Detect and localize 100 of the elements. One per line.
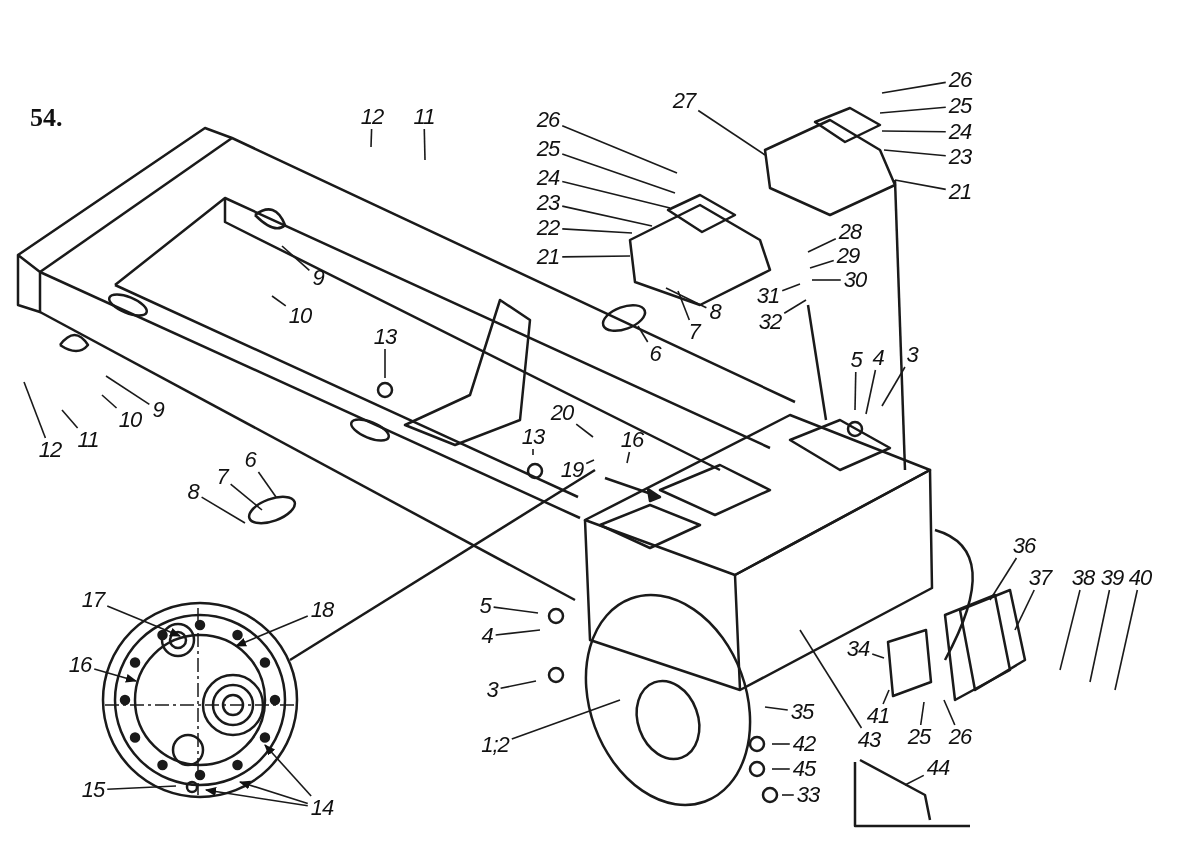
leader-line — [919, 701, 925, 726]
callout-number: 33 — [795, 784, 821, 806]
callout-number: 34 — [845, 638, 871, 660]
callout-number: 43 — [856, 729, 882, 751]
leader-line — [271, 295, 287, 307]
leader-line — [697, 109, 766, 156]
leader-line — [499, 680, 537, 690]
leader-line — [93, 668, 138, 683]
leader-line — [781, 794, 795, 796]
leader-line — [492, 606, 539, 614]
callout-number: 21 — [947, 181, 973, 203]
leader-line — [264, 744, 312, 797]
callout-number: 45 — [791, 758, 817, 780]
callout-number: 25 — [906, 726, 932, 748]
leader-line — [238, 780, 309, 805]
callout-number: 21 — [535, 246, 561, 268]
callout-number: 16 — [67, 654, 93, 676]
leader-line — [904, 774, 925, 786]
leader-line — [764, 706, 789, 711]
leader-line — [561, 180, 671, 209]
leader-line — [1014, 589, 1036, 631]
leader-line — [989, 557, 1018, 601]
leader-line — [105, 375, 151, 406]
callout-number: 7 — [215, 466, 229, 488]
leader-line — [781, 283, 801, 292]
callout-number: 36 — [1011, 535, 1037, 557]
callout-number: 1;2 — [480, 734, 510, 756]
callout-number: 31 — [755, 285, 781, 307]
callout-number: 10 — [287, 305, 313, 327]
callout-number: 37 — [1027, 567, 1053, 589]
leader-line — [257, 471, 277, 498]
callout-number: 8 — [708, 301, 722, 323]
callout-number: 16 — [619, 429, 645, 451]
callout-number: 11 — [76, 429, 100, 451]
leader-line — [943, 699, 956, 726]
leader-line — [771, 768, 791, 770]
callout-number: 20 — [549, 402, 575, 424]
callout-number: 17 — [80, 589, 106, 611]
leader-line — [1114, 589, 1139, 691]
leader-line — [561, 205, 653, 227]
callout-number: 13 — [372, 326, 398, 348]
callout-number: 27 — [671, 90, 697, 112]
callout-number: 3 — [485, 679, 499, 701]
leader-line — [871, 653, 885, 659]
callout-number: 18 — [309, 599, 335, 621]
leader-line — [799, 629, 863, 729]
leader-line — [881, 366, 906, 407]
leader-line — [370, 128, 373, 148]
leader-line — [665, 287, 708, 309]
callout-number: 26 — [535, 109, 561, 131]
leader-line — [494, 629, 541, 636]
callout-number: 4 — [871, 347, 885, 369]
callout-number: 38 — [1070, 567, 1096, 589]
callout-number: 24 — [947, 121, 973, 143]
leader-line — [882, 689, 890, 705]
leader-line — [585, 459, 595, 465]
callout-number: 24 — [535, 167, 561, 189]
leader-line — [881, 130, 947, 133]
callout-number: 15 — [80, 779, 106, 801]
leader-line — [626, 451, 631, 464]
callout-number: 4 — [480, 625, 494, 647]
callout-number: 32 — [757, 311, 783, 333]
callout-number: 39 — [1099, 567, 1125, 589]
callout-number: 29 — [835, 245, 861, 267]
callout-number: 23 — [947, 146, 973, 168]
leader-line — [204, 787, 309, 807]
callout-number: 5 — [478, 595, 492, 617]
leader-line — [281, 245, 311, 272]
leader-line — [575, 423, 594, 438]
leader-line — [879, 106, 947, 114]
leader-line — [811, 279, 842, 281]
leader-line — [229, 483, 263, 511]
leader-line — [1089, 589, 1111, 683]
callout-number: 25 — [535, 138, 561, 160]
leader-line — [561, 255, 631, 258]
callout-number: 26 — [947, 69, 973, 91]
leader-line — [384, 348, 386, 379]
callout-number: 6 — [243, 449, 257, 471]
leader-line — [561, 125, 678, 174]
leader-line — [106, 605, 182, 637]
callout-number: 7 — [687, 321, 701, 343]
leader-line — [561, 153, 676, 194]
callout-number: 19 — [559, 459, 585, 481]
leader-line — [61, 409, 79, 429]
leader-line — [1059, 589, 1081, 671]
leader-line — [883, 149, 947, 157]
callout-number: 8 — [186, 481, 200, 503]
callout-number: 14 — [309, 797, 335, 819]
callout-number: 13 — [520, 426, 546, 448]
callout-number: 26 — [947, 726, 973, 748]
callout-number: 35 — [789, 701, 815, 723]
leader-line — [807, 238, 837, 253]
leader-line — [854, 371, 857, 411]
leader-line — [771, 743, 791, 745]
callout-number: 23 — [535, 192, 561, 214]
leader-line — [423, 128, 426, 161]
leader-line — [894, 179, 947, 191]
leader-line — [23, 381, 47, 439]
figure-number: 54. — [30, 103, 63, 133]
leader-line — [637, 325, 649, 343]
